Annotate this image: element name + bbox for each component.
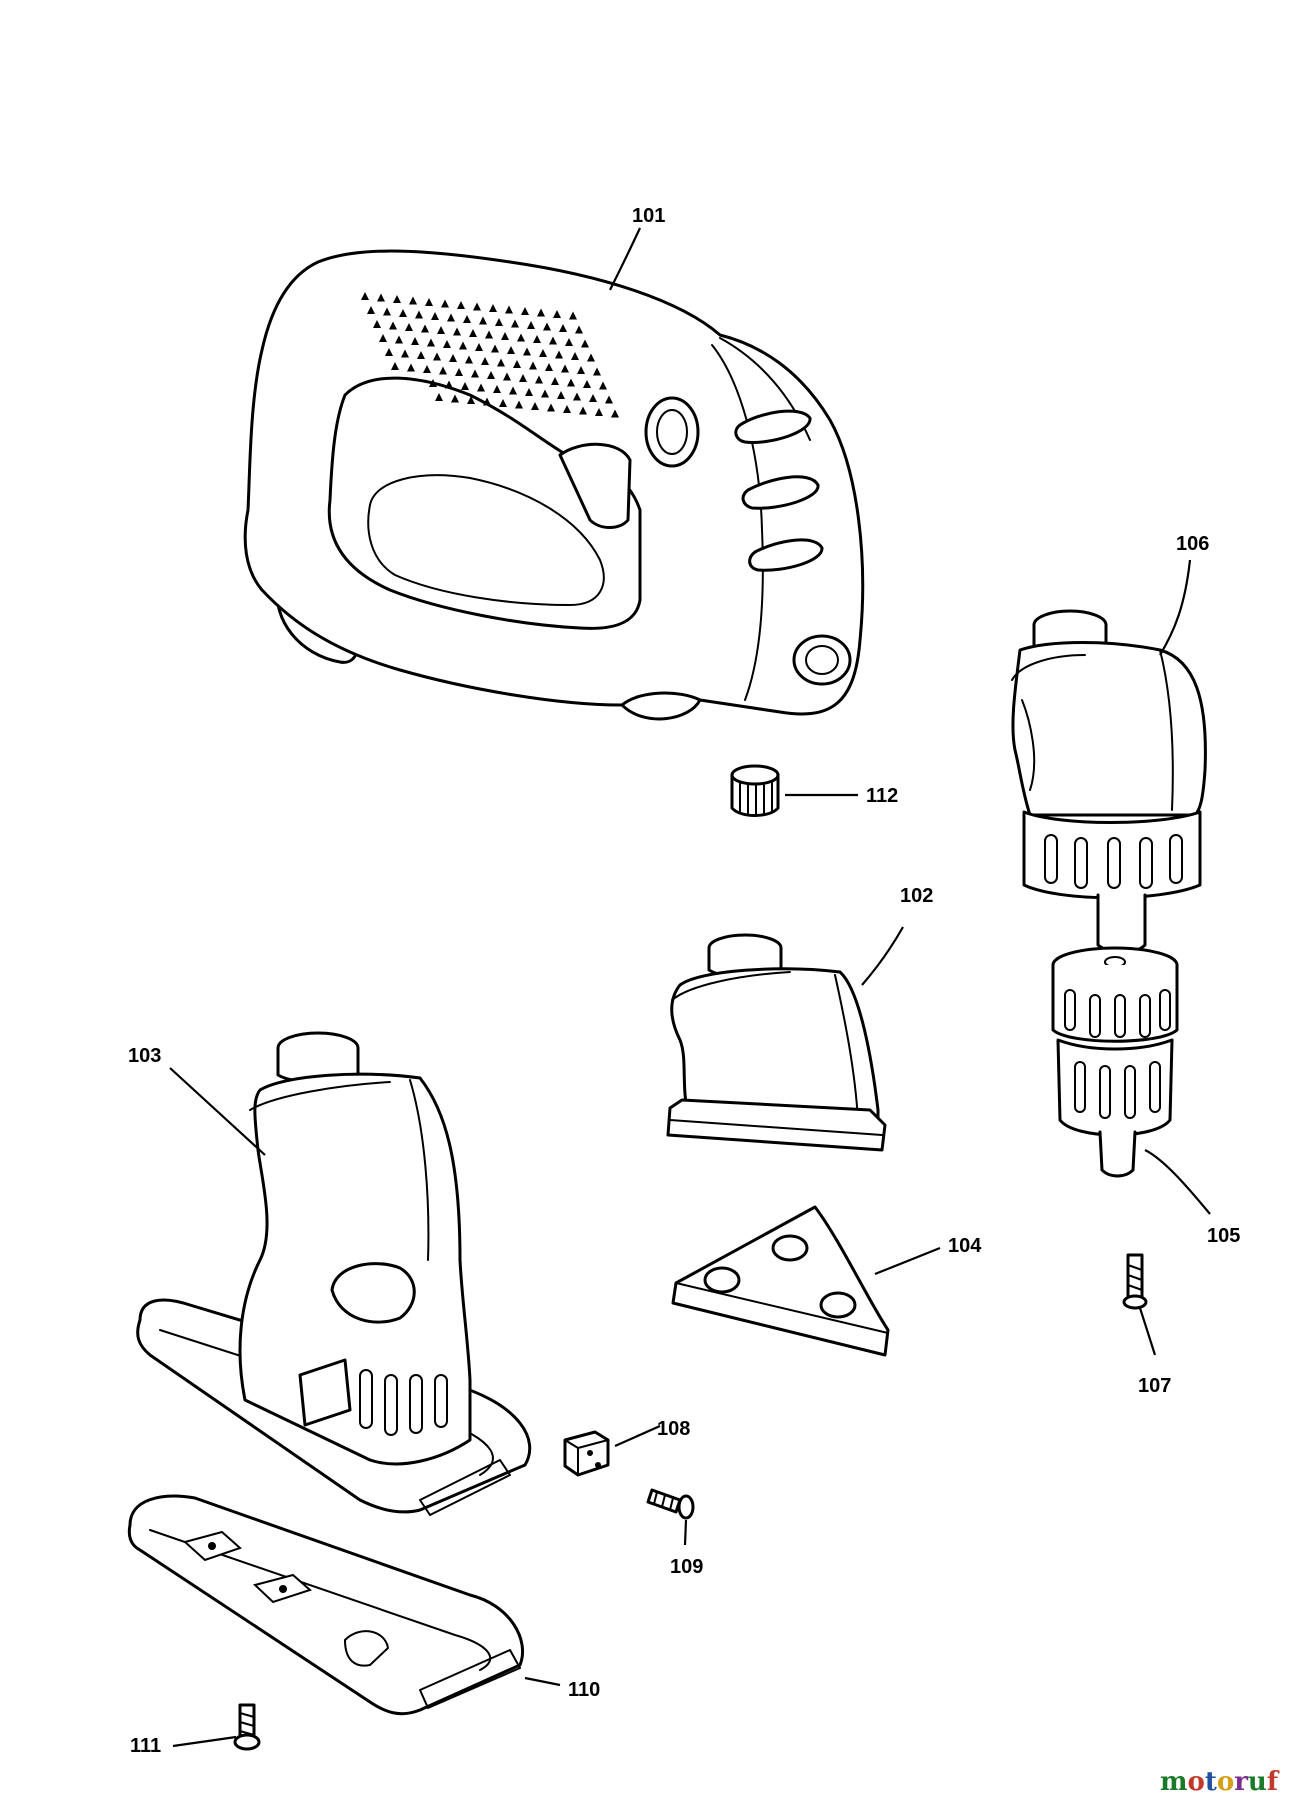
leader-101 bbox=[609, 227, 641, 291]
label-106: 106 bbox=[1176, 533, 1209, 555]
part-101-main-housing bbox=[243, 249, 865, 721]
watermark-text: motoruf bbox=[1160, 1767, 1280, 1797]
leader-105 bbox=[1144, 1149, 1211, 1215]
part-108-clamp-block bbox=[563, 1430, 610, 1477]
part-102-sander-attachment bbox=[666, 933, 887, 1152]
label-107: 107 bbox=[1138, 1375, 1171, 1397]
part-110-base-plate bbox=[127, 1494, 525, 1716]
leader-103 bbox=[169, 1067, 266, 1156]
label-108: 108 bbox=[657, 1418, 690, 1440]
leader-109 bbox=[683, 1519, 688, 1546]
label-112: 112 bbox=[866, 785, 898, 807]
leader-104 bbox=[874, 1246, 941, 1276]
label-110: 110 bbox=[568, 1679, 600, 1701]
leader-110 bbox=[524, 1676, 561, 1687]
part-109-screw bbox=[646, 1488, 695, 1520]
label-103: 103 bbox=[128, 1045, 161, 1067]
label-105: 105 bbox=[1207, 1225, 1240, 1247]
part-106-drill-attachment bbox=[1011, 609, 1207, 954]
leader-102 bbox=[861, 926, 904, 986]
leader-106 bbox=[1159, 559, 1192, 656]
label-111: 111 bbox=[130, 1735, 161, 1757]
label-102: 102 bbox=[900, 885, 933, 907]
label-109: 109 bbox=[670, 1556, 703, 1578]
label-104: 104 bbox=[948, 1235, 982, 1257]
part-number-labels: 101 102 103 104 105 106 107 108 109 110 … bbox=[128, 205, 1240, 1757]
part-104-sanding-pad bbox=[671, 1205, 890, 1357]
grip-texture bbox=[361, 292, 619, 418]
label-101: 101 bbox=[632, 205, 665, 227]
leader-108 bbox=[614, 1424, 661, 1448]
leader-lines bbox=[169, 227, 1211, 1748]
part-105-chuck bbox=[1051, 946, 1179, 1178]
leader-107 bbox=[1138, 1307, 1157, 1356]
watermark-logo: motoruf bbox=[1160, 1767, 1280, 1797]
part-107-screw bbox=[1122, 1253, 1148, 1310]
leader-111 bbox=[172, 1735, 237, 1748]
part-112-pinion-gear bbox=[730, 764, 780, 817]
part-111-screw bbox=[233, 1703, 261, 1751]
part-103-jigsaw-attachment bbox=[136, 1031, 532, 1516]
